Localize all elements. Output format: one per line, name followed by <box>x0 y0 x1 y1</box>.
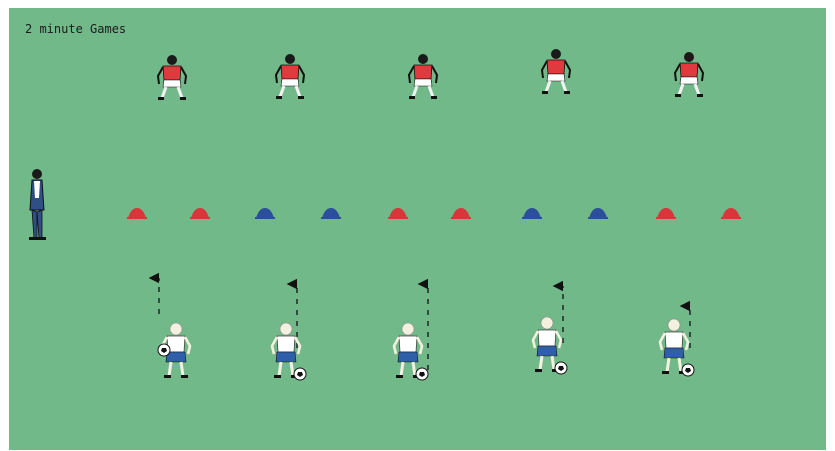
white-blue-attacker <box>272 323 306 380</box>
red-defender <box>409 54 437 99</box>
red-cone <box>388 208 408 219</box>
white-blue-attacker <box>660 319 694 376</box>
white-blue-attacker <box>394 323 428 380</box>
red-defender <box>276 54 304 99</box>
soccer-ball <box>294 368 306 380</box>
blue-cone <box>522 208 542 219</box>
red-cone <box>127 208 147 219</box>
blue-cone <box>321 208 341 219</box>
soccer-ball <box>682 364 694 376</box>
blue-cone <box>255 208 275 219</box>
white-blue-attacker <box>533 317 567 374</box>
soccer-ball <box>555 362 567 374</box>
white-blue-attacker <box>158 323 190 378</box>
soccer-ball <box>416 368 428 380</box>
red-defender <box>542 49 570 94</box>
field-drawing <box>9 8 826 450</box>
red-defender <box>158 55 186 100</box>
coach-figure <box>29 169 46 240</box>
red-cone <box>721 208 741 219</box>
red-cone <box>656 208 676 219</box>
pitch: 2 minute Games <box>9 8 826 450</box>
blue-cone <box>588 208 608 219</box>
red-defender <box>675 52 703 97</box>
red-cone <box>190 208 210 219</box>
soccer-ball <box>158 344 170 356</box>
red-cone <box>451 208 471 219</box>
